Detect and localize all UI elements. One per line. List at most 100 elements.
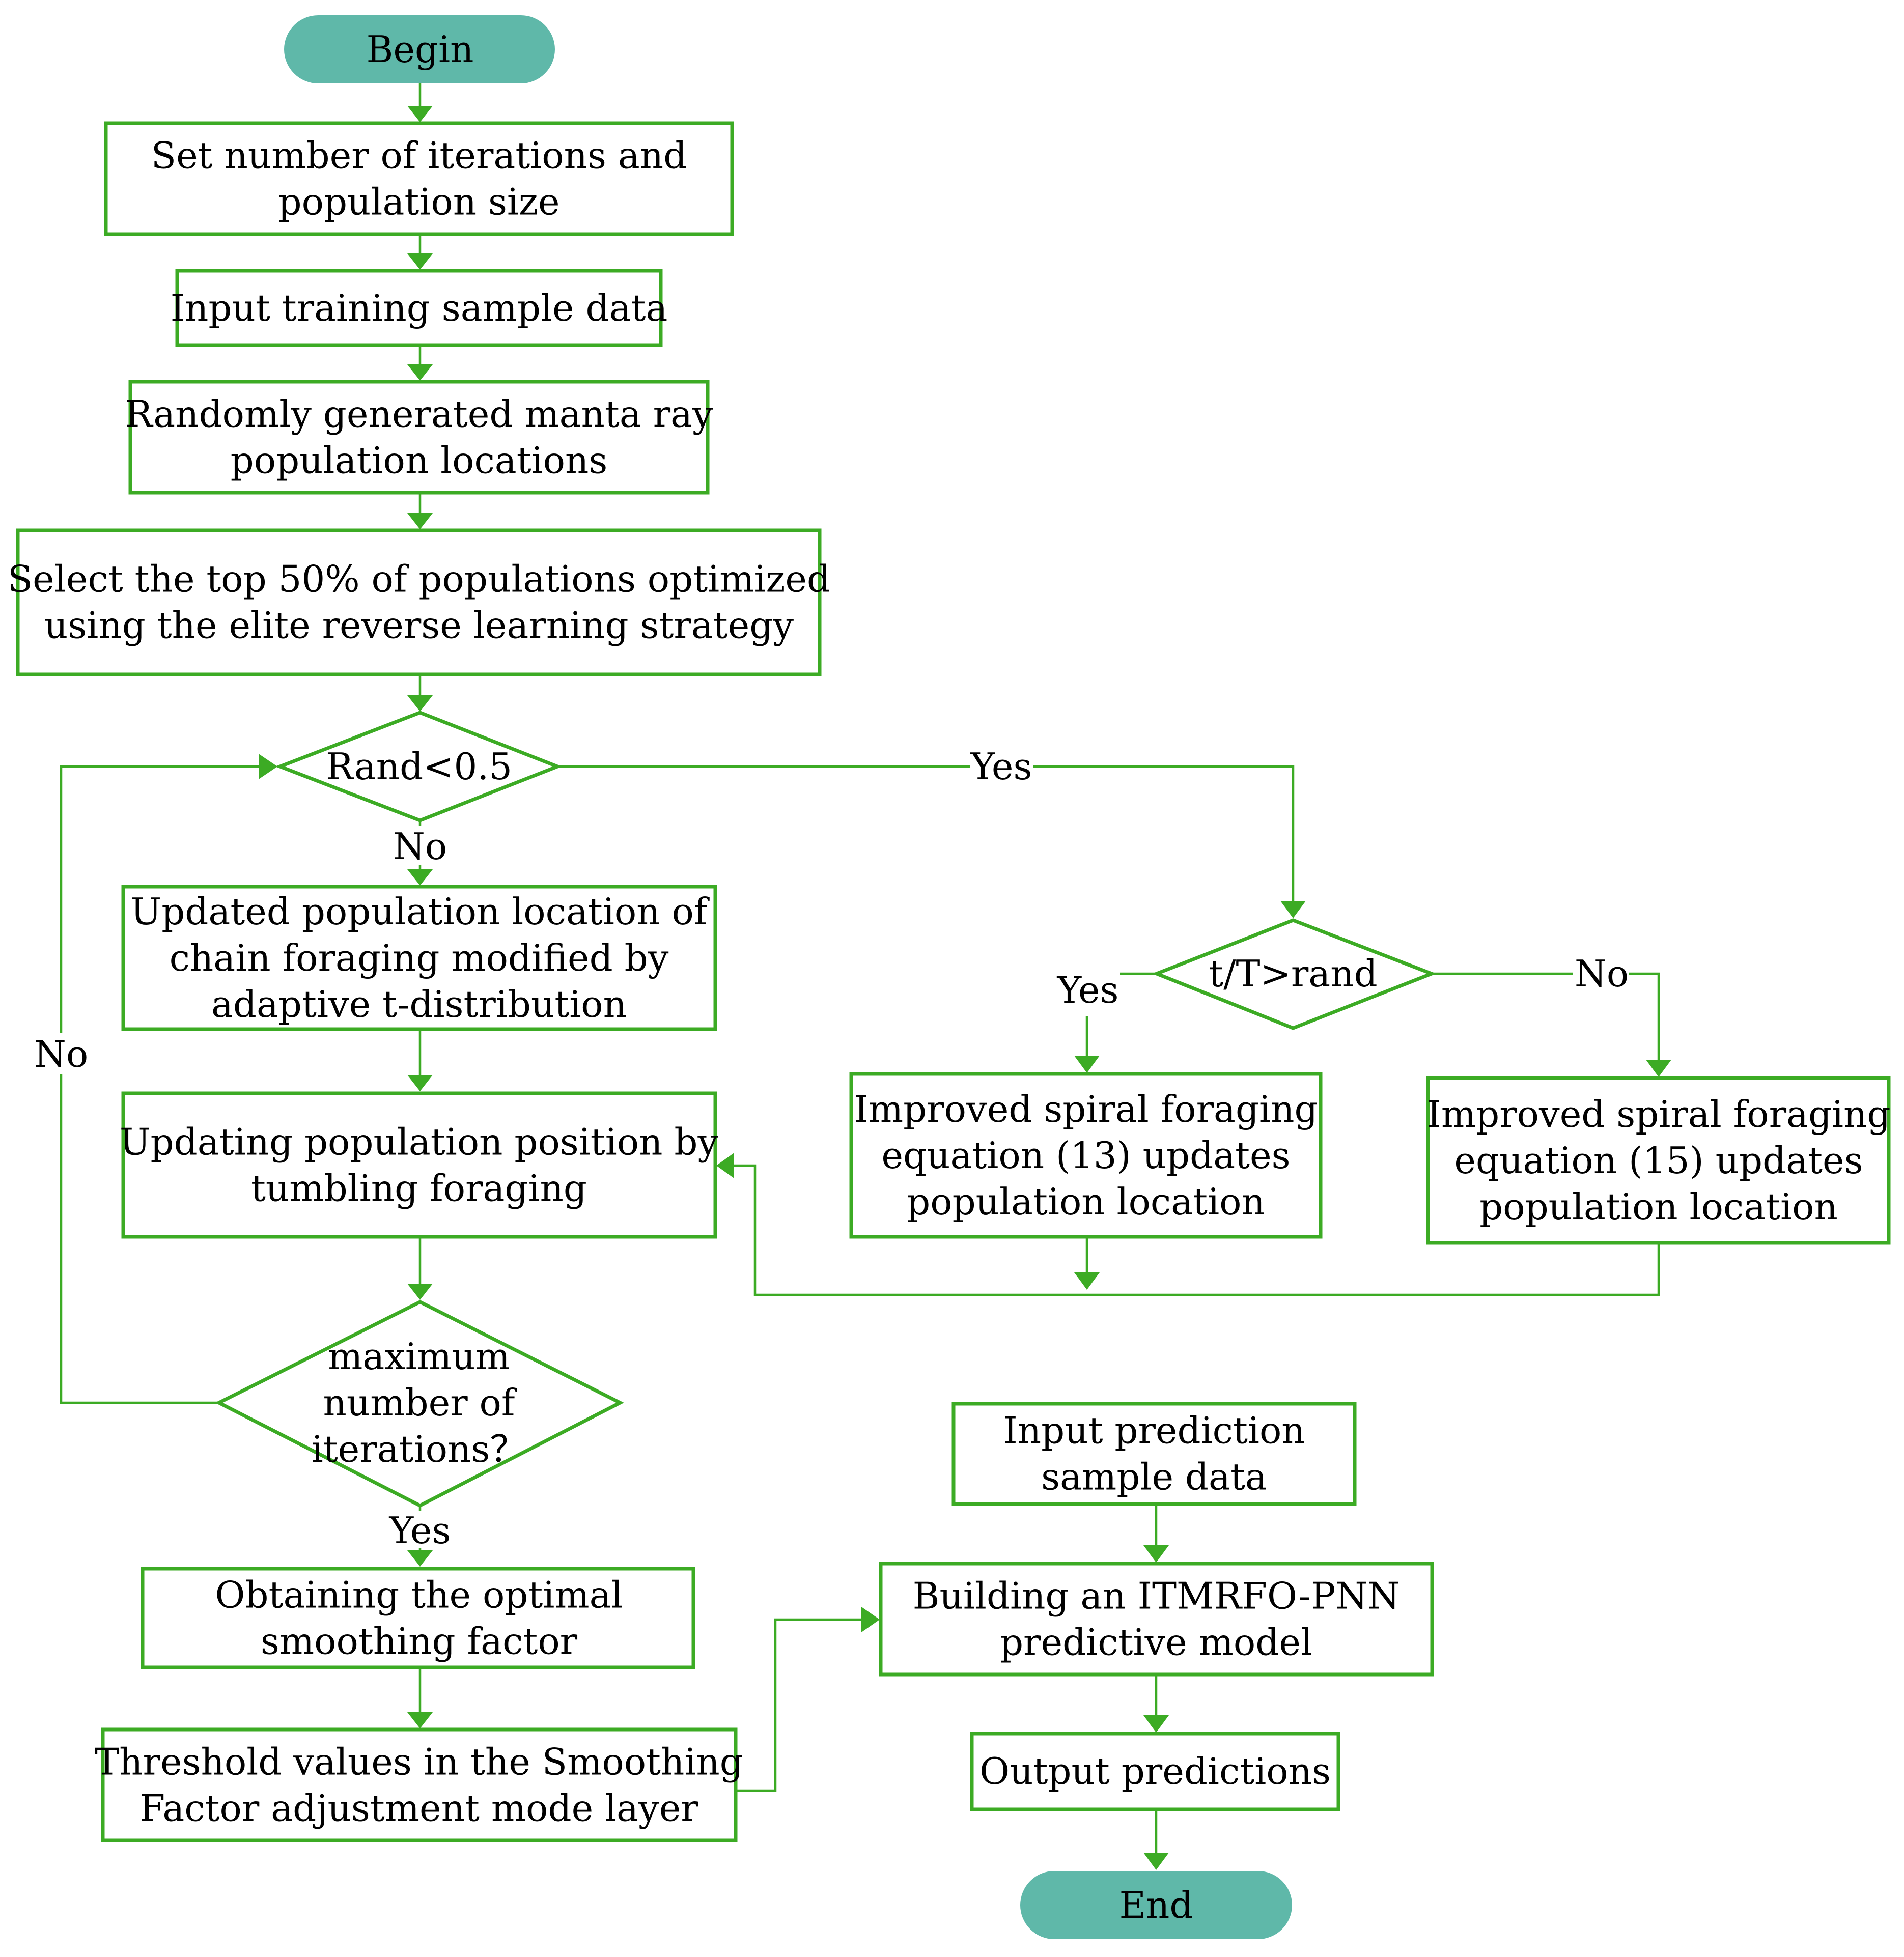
- rand-decision-line-1: Rand<0.5: [326, 745, 512, 788]
- arrowhead: [1280, 901, 1306, 918]
- rand-yes-label: Yes: [970, 745, 1032, 788]
- process-box: [121, 885, 717, 1031]
- terminal-shape: [1020, 1871, 1292, 1939]
- build-model-line-2: predictive model: [1000, 1621, 1312, 1664]
- process-box: [970, 1732, 1340, 1811]
- spiral-13-line-3: population location: [907, 1180, 1265, 1223]
- edge-max-no-loop: [60, 765, 259, 1404]
- rand-decision-label: Rand<0.5: [326, 745, 512, 788]
- process-box: [879, 1562, 1434, 1677]
- max-iter-decision-line-1: maximum: [328, 1335, 510, 1378]
- process-box: [121, 1091, 717, 1239]
- random-population-line-1: Randomly generated manta ray: [125, 393, 713, 436]
- input-training-label: Input training sample data: [171, 287, 668, 329]
- arrowhead: [1143, 1715, 1169, 1733]
- label-backing: [392, 826, 448, 865]
- process-box: [849, 1072, 1323, 1239]
- edge-labels: Yes No Yes No No Yes: [31, 745, 1629, 1552]
- spiral-15-line-3: population location: [1479, 1185, 1838, 1228]
- optimal-smoothing-line-1: Obtaining the optimal: [215, 1574, 623, 1616]
- node-rand-decision: Rand<0.5: [275, 711, 563, 822]
- tumbling-foraging-line-2: tumbling foraging: [251, 1167, 587, 1210]
- begin-label: Begin: [366, 28, 473, 71]
- spiral-15-line-2: equation (15) updates: [1454, 1139, 1863, 1182]
- build-model-line-1: Building an ITMRFO-PNN: [913, 1575, 1400, 1618]
- select-top-line-2: using the elite reverse learning strateg…: [44, 604, 794, 647]
- arrowhead: [259, 754, 277, 779]
- arrowhead: [407, 869, 433, 886]
- input-prediction-line-1: Input prediction: [1003, 1409, 1305, 1452]
- label-backing: [31, 1033, 92, 1074]
- edge-spiral15-merge: [734, 1164, 1660, 1296]
- node-input-training: Input training sample data: [171, 269, 668, 347]
- edge-rand-yes-to-t: [557, 765, 1295, 901]
- decision-diamond: [1152, 918, 1437, 1030]
- arrowhead: [407, 1284, 433, 1300]
- process-box: [1426, 1076, 1891, 1245]
- edge-threshold-to-build: [736, 1618, 861, 1792]
- label-backing: [970, 746, 1033, 787]
- arrowhead: [407, 1712, 433, 1728]
- process-box: [104, 121, 734, 236]
- arrowhead: [407, 253, 433, 270]
- arrowhead: [407, 364, 433, 381]
- arrowhead: [716, 1153, 734, 1178]
- process-box: [16, 528, 822, 676]
- max-iter-decision-line-3: iterations？: [312, 1428, 527, 1470]
- process-box: [141, 1567, 695, 1669]
- set-iterations-line-1: Set number of iterations and: [151, 134, 687, 177]
- loop-no-label: No: [34, 1033, 88, 1075]
- t-no-label: No: [1575, 952, 1629, 995]
- label-backing: [387, 1511, 453, 1548]
- process-box: [951, 1402, 1357, 1506]
- set-iterations-line-2: population size: [278, 181, 560, 223]
- input-training-line-1: Input training sample data: [171, 287, 668, 329]
- output-predictions-line-1: Output predictions: [979, 1750, 1331, 1793]
- edge-t-no-down: [1629, 972, 1660, 1060]
- rand-no-label: No: [393, 825, 447, 868]
- connectors: [60, 83, 1671, 1870]
- select-top-label: Select the top 50% of populations optimi…: [8, 558, 830, 647]
- max-yes-label: Yes: [389, 1509, 451, 1552]
- random-population-line-2: population locations: [231, 439, 608, 482]
- select-top-line-1: Select the top 50% of populations optimi…: [8, 558, 830, 601]
- threshold-values-line-2: Factor adjustment mode layer: [139, 1787, 698, 1830]
- max-iter-decision-line-2: number of: [323, 1381, 517, 1424]
- chain-foraging-line-3: adaptive t-distribution: [211, 983, 627, 1026]
- terminal-shape: [284, 15, 555, 83]
- chain-foraging-line-2: chain foraging modified by: [170, 937, 669, 979]
- arrowhead: [1074, 1272, 1100, 1290]
- node-select-top: Select the top 50% of populations optimi…: [8, 528, 830, 676]
- arrowhead: [1143, 1545, 1169, 1563]
- node-t-decision: t/T>rand: [1152, 918, 1437, 1030]
- end-label: End: [1119, 1884, 1193, 1926]
- input-prediction-line-2: sample data: [1041, 1456, 1267, 1498]
- t-decision-label: t/T>rand: [1209, 952, 1377, 995]
- arrowhead: [407, 1550, 433, 1567]
- chain-foraging-line-1: Updated population location of: [131, 890, 710, 933]
- decision-diamond: [275, 711, 563, 822]
- process-box: [175, 269, 663, 347]
- arrowhead: [407, 695, 433, 712]
- t-decision-line-1: t/T>rand: [1209, 952, 1377, 995]
- tumbling-foraging-line-1: Updating population position by: [120, 1121, 719, 1164]
- arrowhead: [861, 1607, 880, 1632]
